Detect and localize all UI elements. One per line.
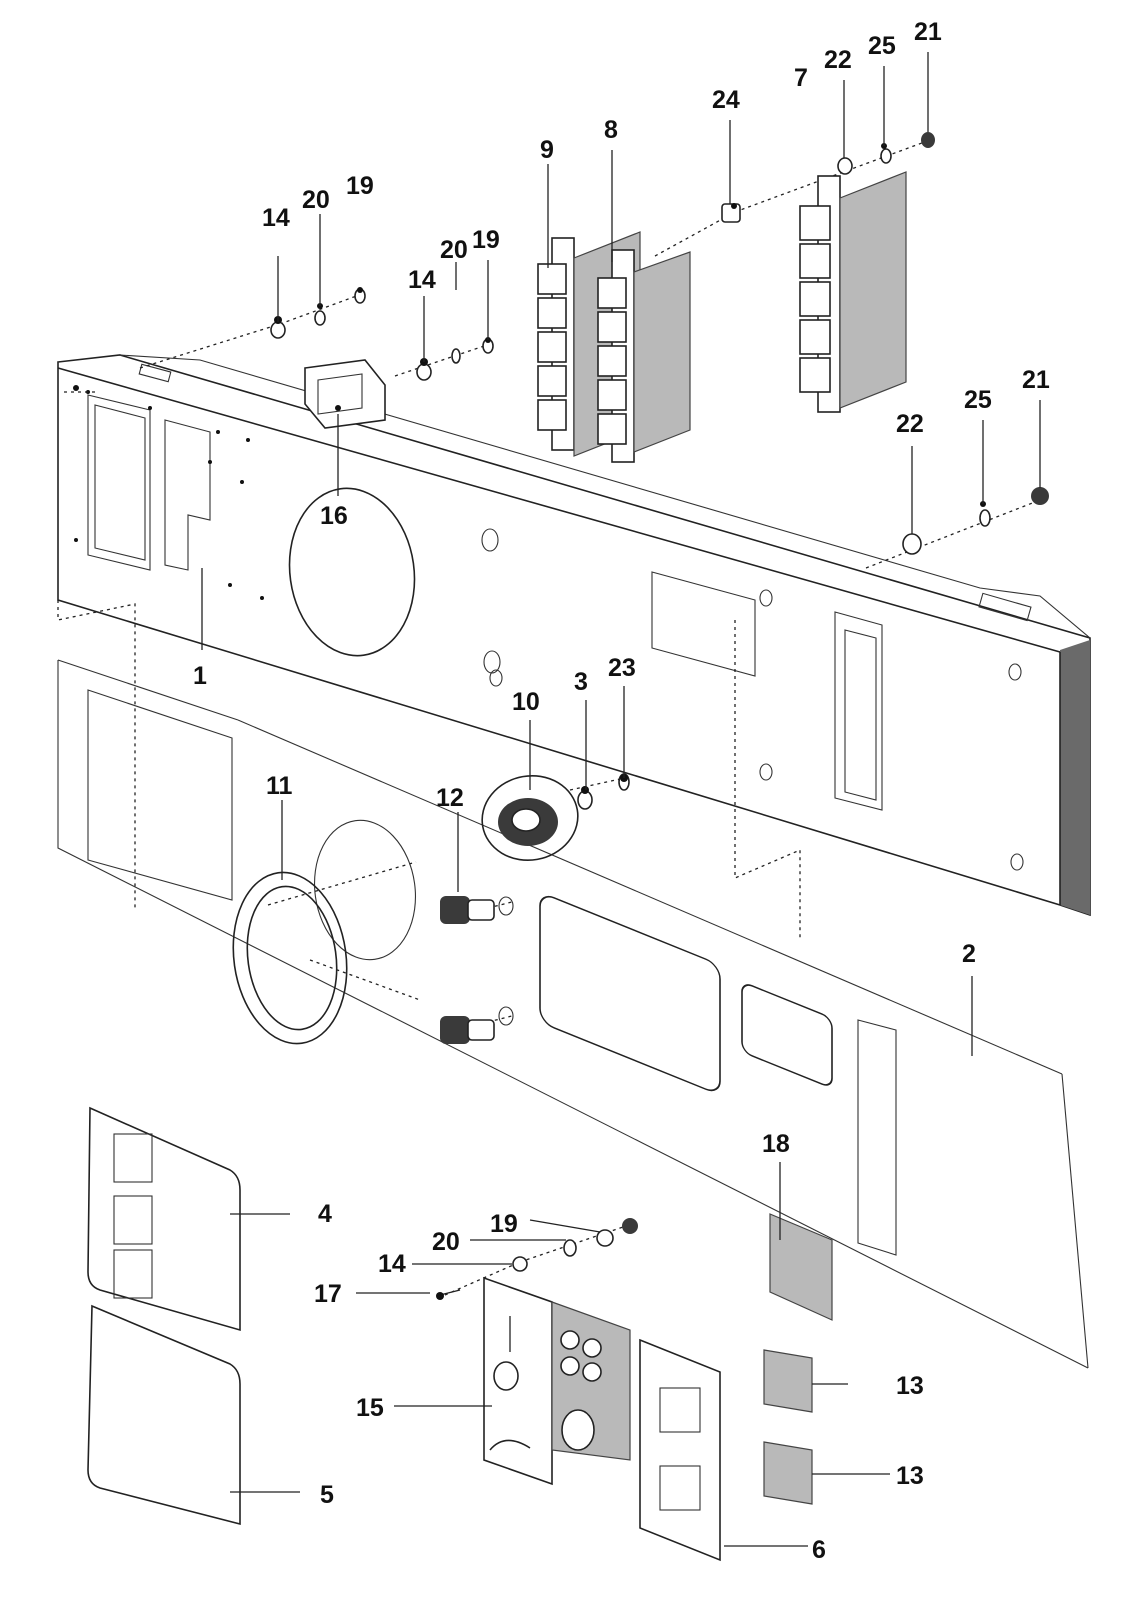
button-board-7 (799, 171, 907, 413)
callout-15: 15 (356, 1394, 384, 1422)
projection-lines (57, 139, 1041, 1296)
callout-14-bottom: 14 (378, 1250, 406, 1278)
callout-3: 3 (574, 668, 588, 696)
callout-1: 1 (193, 662, 207, 690)
callout-25-right: 25 (964, 386, 992, 414)
callout-19-bottom: 19 (490, 1210, 518, 1238)
callout-22-right: 22 (896, 410, 924, 438)
callout-labels: 1 2 3 4 5 6 7 8 9 10 11 12 13 13 14 14 1… (193, 18, 1050, 1564)
button-board-8 (597, 249, 691, 463)
callout-11: 11 (266, 772, 293, 800)
hardware (270, 132, 1049, 1300)
callout-20-bottom: 20 (432, 1228, 460, 1256)
callout-8: 8 (604, 116, 618, 144)
callout-14-left: 14 (262, 204, 290, 232)
callout-13-top: 13 (896, 1372, 924, 1400)
bezel-ring (232, 871, 348, 1045)
bracket (304, 359, 386, 429)
callout-13-bottom: 13 (896, 1462, 924, 1490)
callout-10: 10 (512, 688, 540, 716)
callout-5: 5 (320, 1481, 334, 1509)
callout-9: 9 (540, 136, 554, 164)
callout-24: 24 (712, 86, 740, 114)
callout-17: 17 (314, 1280, 342, 1308)
knobs (440, 896, 514, 1044)
callout-19-middle: 19 (472, 226, 500, 254)
label-pads (763, 1213, 833, 1505)
callout-22-top: 22 (824, 46, 852, 74)
cover-5 (87, 1304, 241, 1526)
callout-21-right: 21 (1022, 366, 1050, 394)
callout-4: 4 (318, 1200, 332, 1228)
rear-control-panel (57, 354, 1091, 917)
board-6 (639, 1338, 721, 1562)
callout-16: 16 (320, 502, 348, 530)
control-module-15 (483, 1276, 631, 1486)
leader-lines (201, 52, 1041, 1547)
dial-motor (481, 775, 579, 861)
callout-19-left: 19 (346, 172, 374, 200)
button-board-9 (537, 231, 641, 457)
callout-25-top: 25 (868, 32, 896, 60)
callout-12: 12 (436, 784, 464, 812)
callout-20-middle: 20 (440, 236, 468, 264)
callout-14-middle: 14 (408, 266, 436, 294)
cover-4 (87, 1106, 241, 1332)
callout-21-top: 21 (914, 18, 942, 46)
callout-2: 2 (962, 940, 976, 968)
callout-6: 6 (812, 1536, 826, 1564)
callout-18: 18 (762, 1130, 790, 1158)
callout-23: 23 (608, 654, 636, 682)
callout-20-left: 20 (302, 186, 330, 214)
front-fascia (57, 659, 1089, 1369)
callout-7: 7 (794, 64, 808, 92)
